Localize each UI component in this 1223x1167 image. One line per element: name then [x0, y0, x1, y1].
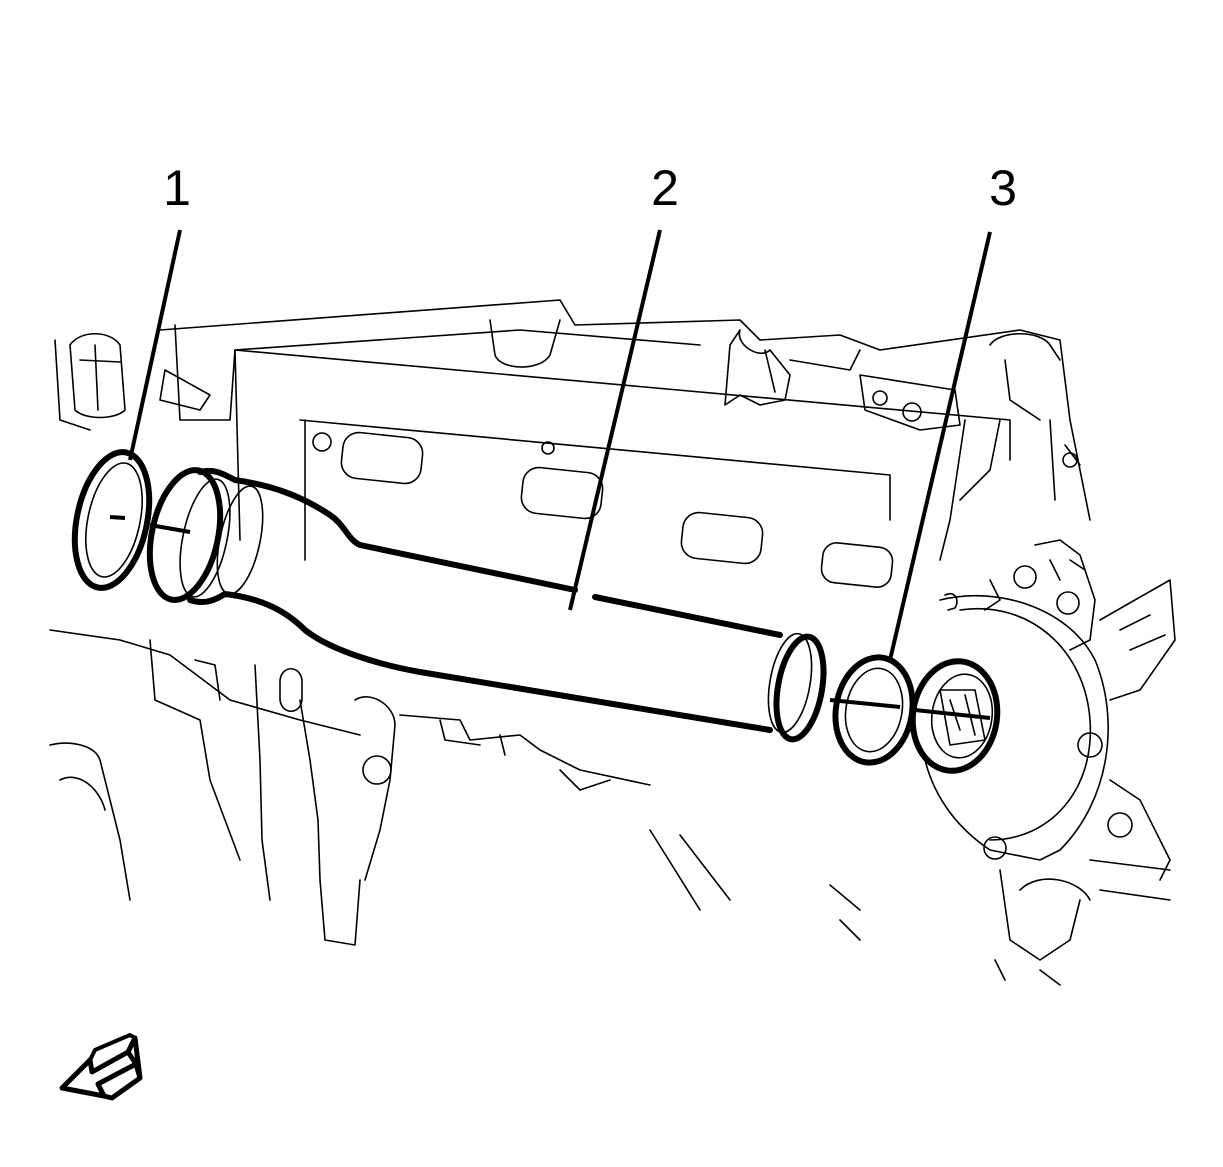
callout-1: 1: [163, 160, 191, 216]
callout-2: 2: [651, 160, 679, 216]
leader-2: [568, 229, 662, 611]
callout-labels: 1 2 3: [163, 160, 1017, 216]
leader-1: [128, 229, 182, 461]
coolant-pipe: [146, 467, 827, 743]
direction-arrow-icon: [59, 1033, 143, 1101]
seal-left: [71, 449, 153, 591]
callout-leaders: [128, 229, 992, 661]
engine-block-background: [49, 299, 1176, 986]
leader-3: [888, 231, 992, 661]
assembly-axis-lines: [109, 515, 991, 720]
seal-right: [832, 654, 916, 766]
callout-3: 3: [989, 160, 1017, 216]
